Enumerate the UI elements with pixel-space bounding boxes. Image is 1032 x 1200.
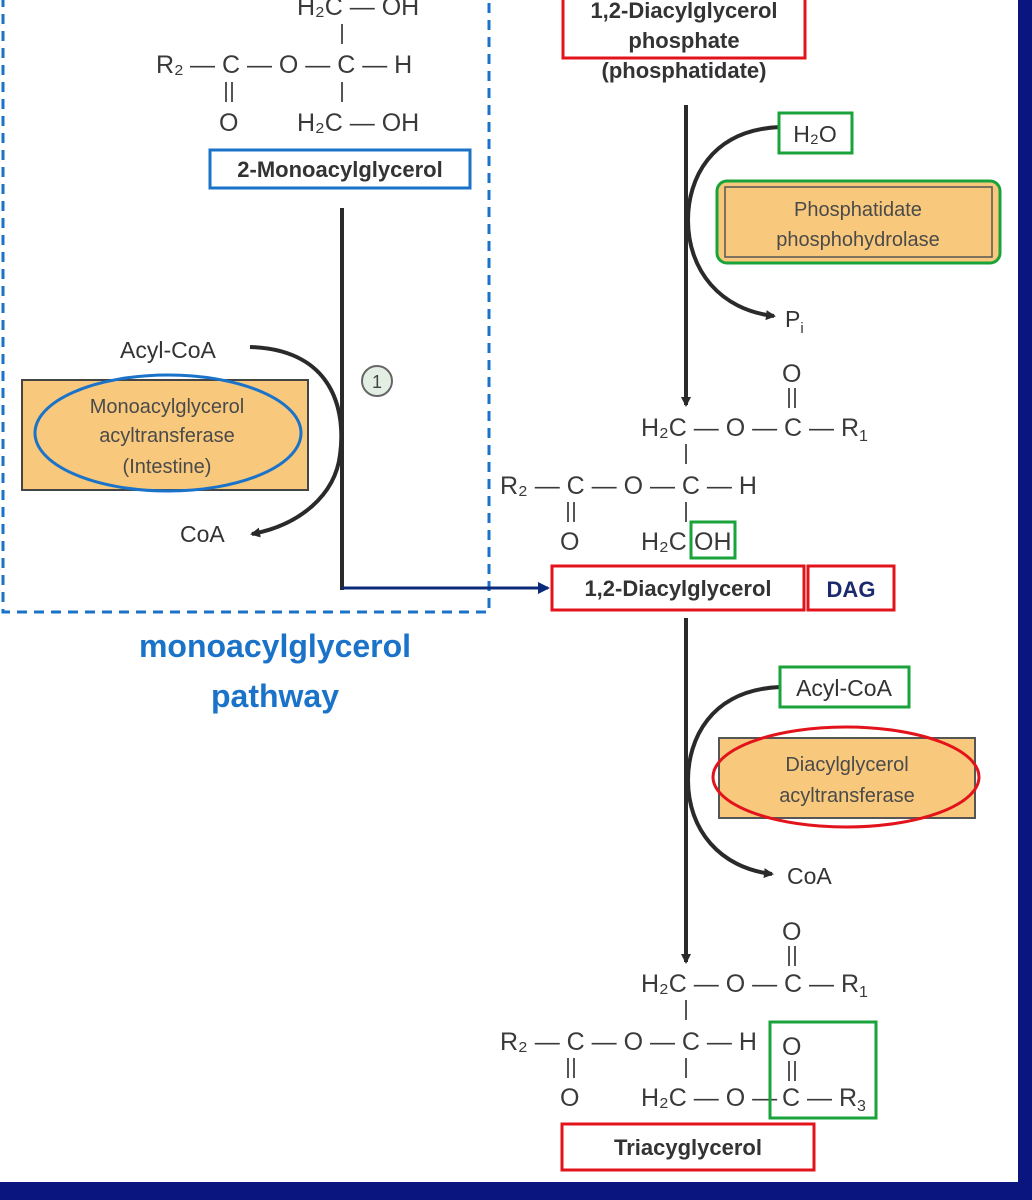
- dag-label: 1,2-Diacylglycerol: [584, 576, 771, 601]
- tag-new-acyl-box: [768, 1020, 878, 1120]
- tag-bottom-row: H₂C — O —: [641, 1084, 777, 1112]
- pi-label: Pi: [785, 306, 804, 337]
- mag-acyl-coa-label: Acyl-CoA: [120, 337, 217, 363]
- dag-bottom-row: H₂C: [641, 528, 687, 556]
- tag-label: Triacyglycerol: [614, 1135, 762, 1160]
- dag-abbrev-box: [806, 564, 896, 612]
- dag-structure: O H₂C — O — C — R1 R₂ — C — O — C — H O …: [500, 360, 868, 556]
- phosphohydrolase-inner-box: [724, 186, 993, 258]
- mag-enzyme-line2: acyltransferase: [99, 425, 235, 447]
- mag-acyltransferase-highlight: [33, 373, 303, 493]
- mag-carbonyl-oxygen: O: [219, 109, 238, 137]
- dgat-curved-arrow: [685, 685, 781, 879]
- water-label: H₂O: [793, 121, 836, 147]
- tag-carbonyl-oxygen: O: [560, 1084, 579, 1112]
- mag-coa-label: CoA: [180, 521, 225, 547]
- phosphatidate-line3: (phosphatidate): [602, 58, 767, 83]
- dgat-acyl-coa-box: [778, 665, 911, 709]
- tag-top-oxygen: O: [782, 918, 801, 946]
- phosphatidate-line2: phosphate: [628, 28, 739, 53]
- tag-new-acyl: C — R3: [782, 1084, 866, 1115]
- dag-middle-row: R₂ — C — O — C — H: [500, 472, 757, 500]
- dag-label-box: [550, 564, 806, 612]
- water-box: [777, 111, 854, 155]
- pathway-title-line2: pathway: [211, 678, 339, 714]
- dgat-enzyme-line2: acyltransferase: [779, 785, 915, 807]
- mag-label-box: [208, 148, 472, 190]
- step-number: 1: [372, 372, 382, 392]
- tag-label-box: [560, 1122, 816, 1172]
- pap-curved-arrow: [685, 125, 781, 321]
- tag-top-row: H₂C — O — C — R1: [641, 970, 868, 1001]
- dgat-enzyme-highlight: [711, 725, 981, 829]
- phosphohydrolase-highlight: [715, 179, 1002, 265]
- tag-new-acyl-oxygen: O: [782, 1033, 801, 1061]
- mag-bottom-group: H₂C — OH: [297, 109, 419, 137]
- phosphatidate-label-box: [561, 0, 807, 60]
- monoacylglycerol-pathway-box: [1, 0, 491, 614]
- mag-curved-arrow: [249, 345, 344, 538]
- tag-structure: O H₂C — O — C — R1 R₂ — C — O — C — H O …: [500, 918, 868, 1112]
- phosphatidate-line1: 1,2-Diacylglycerol: [590, 0, 777, 23]
- dag-free-hydroxyl-box: [689, 520, 737, 560]
- dag-top-oxygen: O: [782, 360, 801, 388]
- mag-enzyme-line3: (Intestine): [123, 456, 212, 478]
- dgat-coa-label: CoA: [787, 863, 832, 889]
- mag-middle-chain: — C — O — C — H: [190, 51, 412, 79]
- dag-top-row: H₂C — O — C — R1: [641, 414, 868, 445]
- monoacylglycerol-structure: H₂C — OH R₂ — C — O — C — H O H₂C — OH: [156, 0, 419, 137]
- pap-enzyme-line1: Phosphatidate: [794, 199, 922, 221]
- step-one-badge: [361, 365, 393, 397]
- mag-top-group: H₂C — OH: [297, 0, 419, 21]
- mag-label: 2-Monoacylglycerol: [237, 157, 442, 182]
- dag-carbonyl-oxygen: O: [560, 528, 579, 556]
- mag-enzyme-line1: Monoacylglycerol: [90, 396, 245, 418]
- dag-abbrev: DAG: [827, 577, 876, 602]
- dag-free-hydroxyl: OH: [694, 528, 732, 556]
- dgat-enzyme-box: [718, 737, 976, 819]
- mag-r2: R₂: [156, 51, 184, 79]
- tag-middle-row: R₂ — C — O — C — H: [500, 1028, 757, 1056]
- dgat-enzyme-line1: Diacylglycerol: [785, 754, 908, 776]
- dgat-acyl-coa-label: Acyl-CoA: [796, 675, 893, 701]
- pap-enzyme-line2: phosphohydrolase: [776, 229, 939, 251]
- pathway-title-line1: monoacylglycerol: [139, 628, 411, 664]
